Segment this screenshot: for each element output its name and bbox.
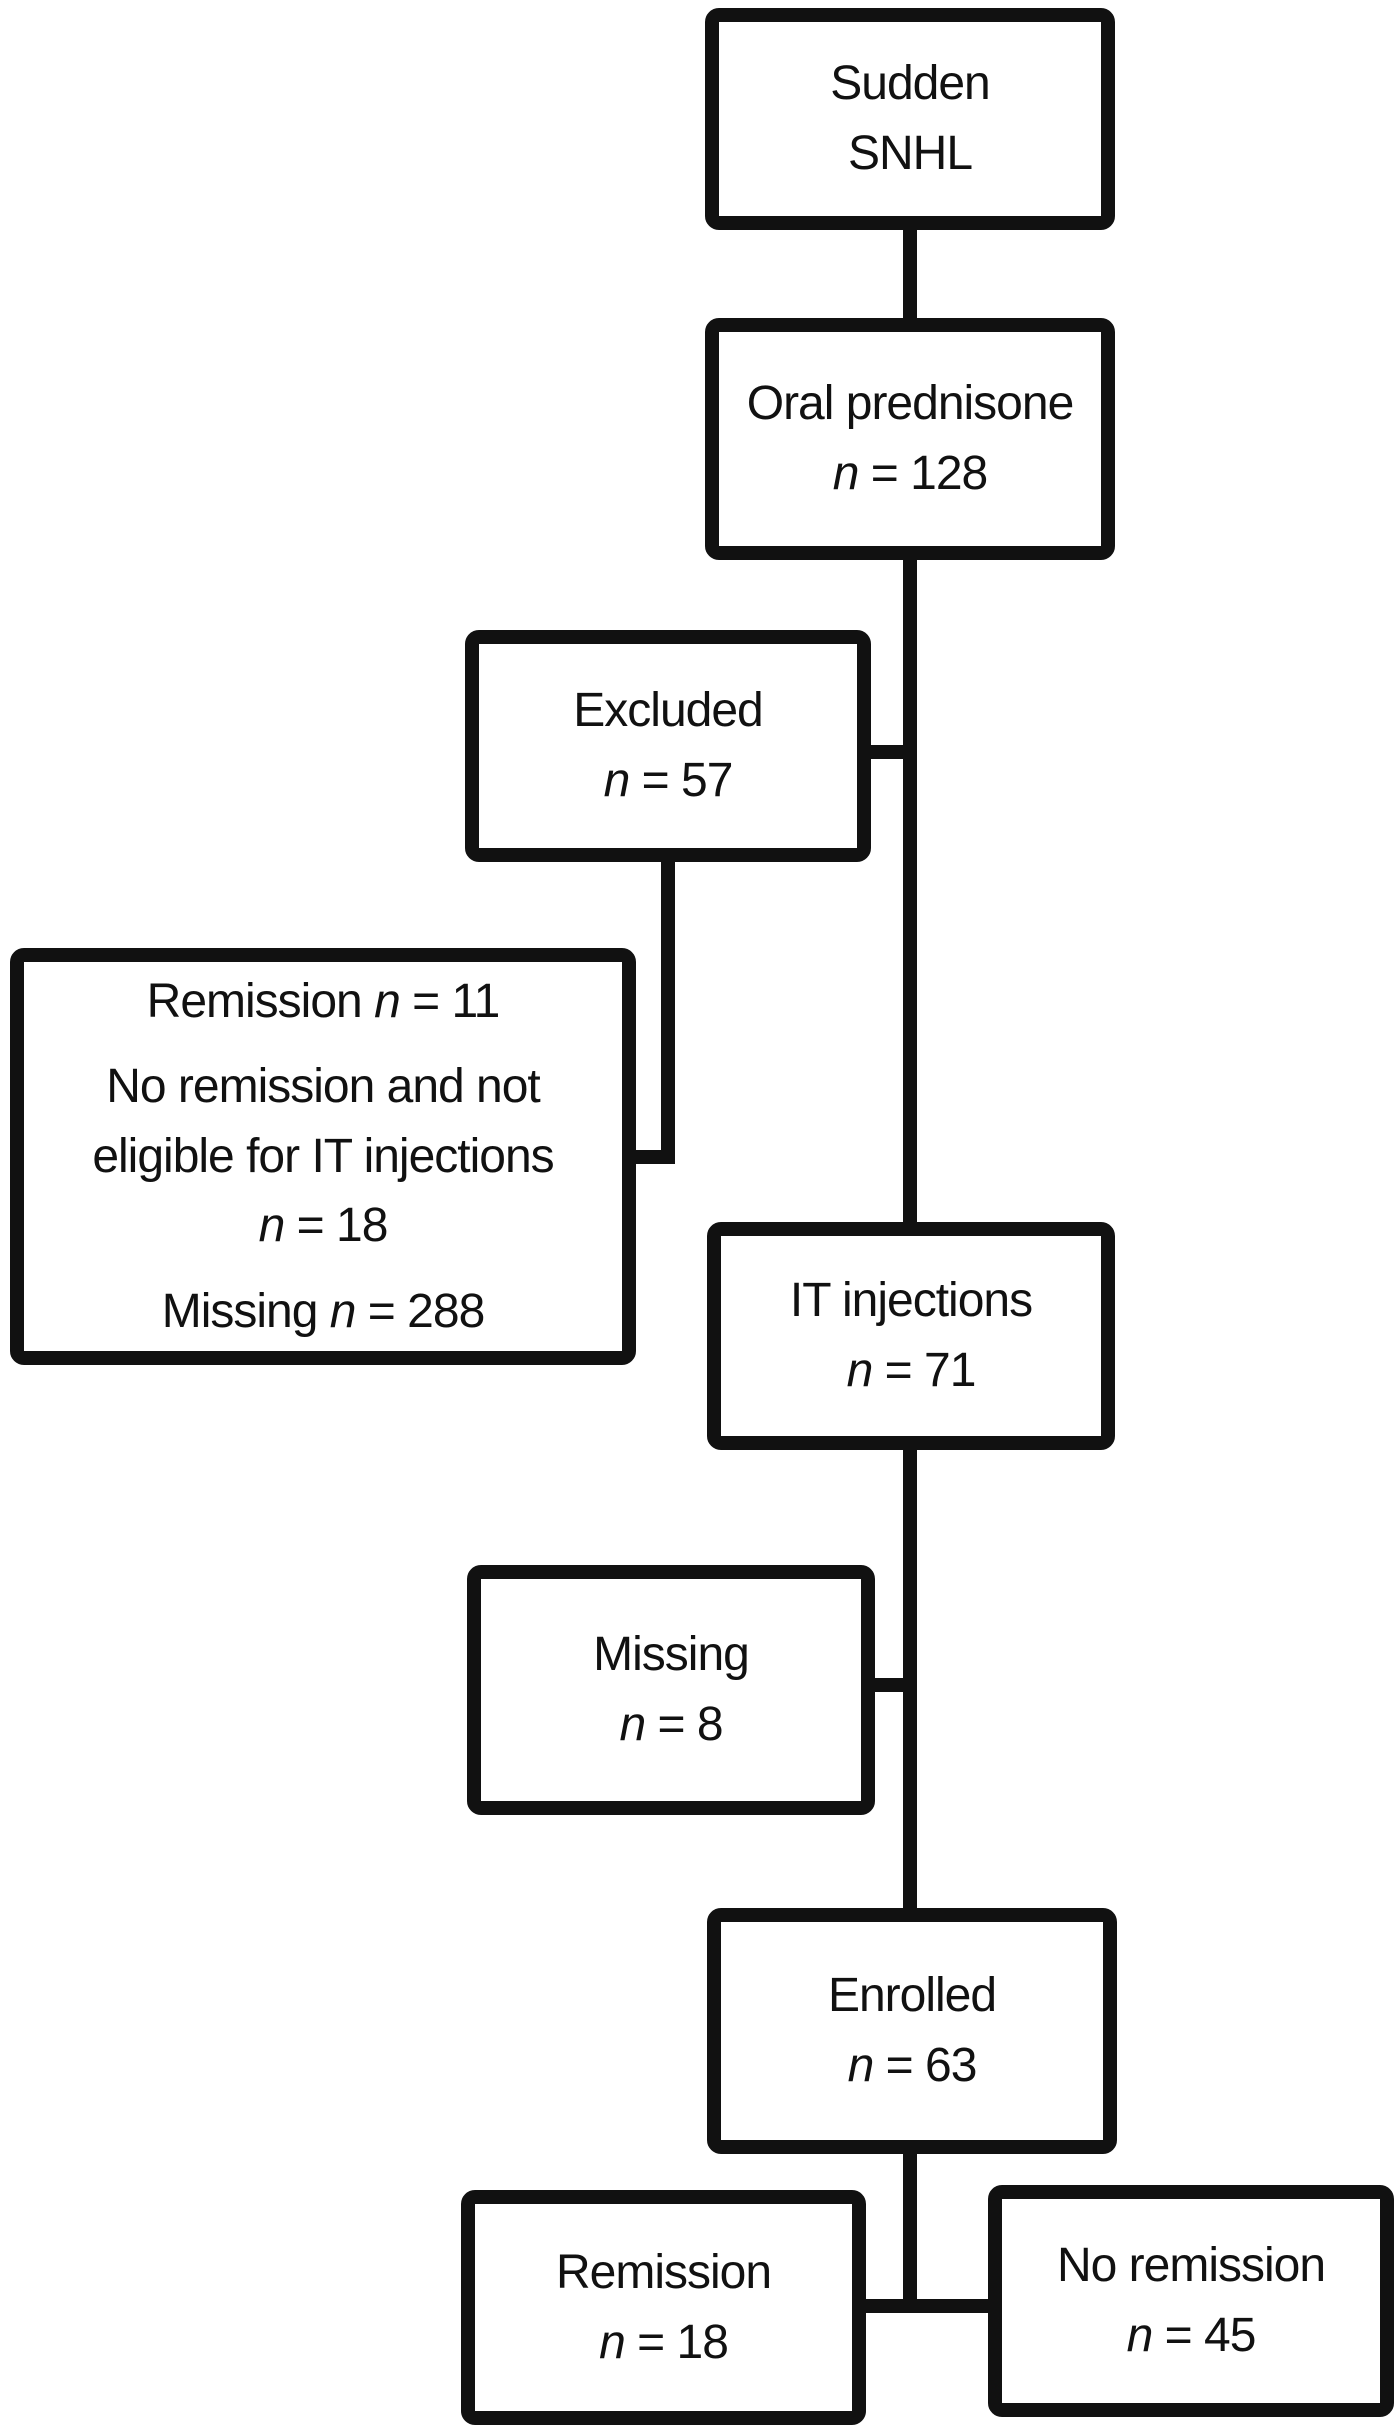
node-label: Oral prednisone bbox=[746, 377, 1075, 431]
node-label: No remission bbox=[1056, 2239, 1326, 2293]
node-label: Missing bbox=[593, 1628, 750, 1682]
connector-outcomes-split bbox=[858, 2299, 995, 2313]
node-no-remission: No remission n = 45 bbox=[988, 2185, 1394, 2417]
node-oral-prednisone: Oral prednisone n = 128 bbox=[705, 318, 1115, 560]
node-label: Excluded bbox=[573, 684, 763, 738]
node-it-injections: IT injections n = 71 bbox=[707, 1222, 1115, 1450]
exclusion-reason-remission: Remission n = 11 bbox=[146, 967, 501, 1037]
connector-it-to-enrolled bbox=[903, 1446, 917, 1912]
connector-excluded-to-reasons bbox=[661, 855, 675, 1164]
node-label: Remission bbox=[555, 2245, 772, 2299]
connector-enrolled-to-outcomes bbox=[903, 2150, 917, 2313]
connector-oral-to-it-injections bbox=[903, 556, 917, 1226]
node-count: n = 45 bbox=[1126, 2309, 1257, 2362]
node-enrolled: Enrolled n = 63 bbox=[707, 1908, 1117, 2154]
node-count: n = 63 bbox=[847, 2039, 978, 2092]
exclusion-reason-no-remission: No remission and not eligible for IT inj… bbox=[92, 1052, 554, 1261]
node-label: IT injections bbox=[789, 1274, 1033, 1328]
reason-line: n = 18 bbox=[258, 1199, 389, 1253]
reason-line: eligible for IT injections bbox=[92, 1129, 554, 1183]
connector-missing-branch bbox=[867, 1678, 910, 1692]
node-count: n = 18 bbox=[599, 2315, 729, 2369]
node-label: Enrolled bbox=[827, 1969, 997, 2023]
node-count: n = 57 bbox=[603, 754, 734, 807]
node-count: n = 71 bbox=[846, 1344, 977, 1397]
reason-line: No remission and not bbox=[106, 1060, 541, 1114]
connector-sudden-to-oral bbox=[903, 226, 917, 322]
connector-excluded-branch bbox=[863, 745, 910, 759]
node-count: n = 8 bbox=[619, 1698, 723, 1751]
node-excluded: Excluded n = 57 bbox=[465, 630, 871, 862]
node-label: Sudden bbox=[830, 57, 990, 111]
node-missing: Missing n = 8 bbox=[467, 1565, 875, 1815]
node-sudden-snhl: Sudden SNHL bbox=[705, 8, 1115, 230]
connector-reasons-elbow bbox=[630, 1150, 675, 1164]
node-remission: Remission n = 18 bbox=[461, 2190, 866, 2425]
node-count: n = 128 bbox=[832, 447, 988, 500]
node-exclusion-reasons: Remission n = 11 No remission and not el… bbox=[10, 948, 636, 1365]
exclusion-reason-missing: Missing n = 288 bbox=[161, 1277, 486, 1347]
reason-line: Missing n = 288 bbox=[161, 1284, 486, 1338]
node-label: SNHL bbox=[847, 127, 973, 180]
reason-line: Remission n = 11 bbox=[146, 974, 501, 1028]
